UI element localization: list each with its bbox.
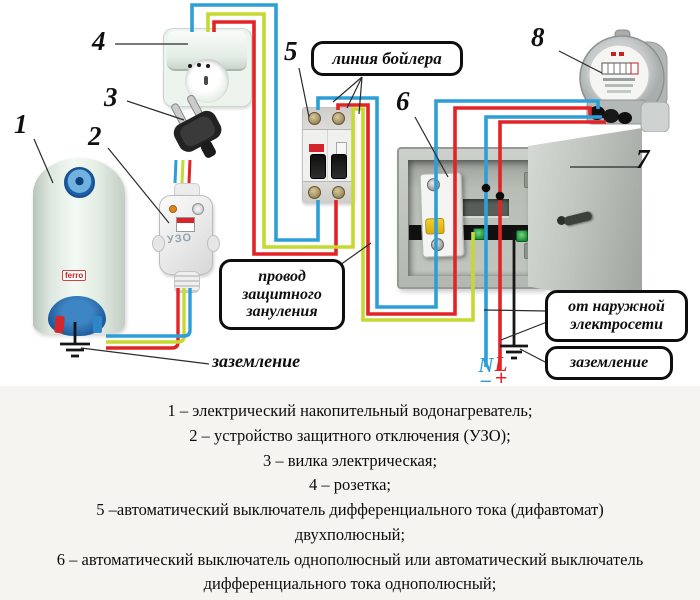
socket-slot [204,76,208,85]
legend-item: 2 – устройство защитного отключения (УЗО… [189,425,511,445]
marker-1: 1 [14,109,28,139]
electric-meter [579,29,670,132]
uzo-test-button [192,203,204,215]
bus-green-terminal [473,228,485,240]
meter-terminal [589,106,605,120]
callout-grounding-panel: заземление [545,346,673,380]
electric-plug [171,94,222,158]
single-pole-breaker [419,172,465,258]
label-grounding-heater: заземление [212,351,301,371]
marker-4: 4 [92,26,106,56]
uzo-indicator-led [169,205,177,213]
panel-door [528,128,642,308]
terminal-screw [426,178,441,192]
marker-8: 8 [531,22,545,52]
terminal-screw [332,186,345,199]
breaker5-divider [327,130,328,180]
breaker6-lever [425,217,445,235]
legend-item: 3 – вилка электрическая; [262,450,438,470]
terminal-screw [332,112,345,125]
socket-dot [206,64,210,68]
socket-dot [197,63,201,67]
uzo-mount-ear [207,235,220,252]
heater-brand-label: ferro [62,270,87,281]
legend: 1 – электрический накопительный водонагр… [0,386,700,600]
callout-protective-neutral: провод защитного зануления [219,259,345,330]
ground-icon [60,342,90,358]
bus-green-terminal [516,230,528,242]
din-rail-slot [463,199,509,218]
diff-breaker-two-pole [302,107,354,203]
marker-6: 6 [396,86,410,116]
meter-cable-cover [640,101,670,132]
hot-water-pipe-stub [54,315,65,334]
socket-dot [188,64,192,68]
terminal-screw [308,112,321,125]
meter-terminal [618,112,632,124]
electrical-panel-box [397,147,546,289]
breaker5-toggle [310,154,326,179]
cold-water-pipe-stub [93,316,102,333]
marker-5: 5 [284,36,298,66]
terminal-screw [308,186,321,199]
uzo-mount-ear [152,235,165,252]
meter-terminal [603,109,619,123]
callout-boiler-line: линия бойлера [311,41,463,76]
line-sign: + [494,365,508,390]
uzo-tag-stripe [177,218,194,223]
legend-item: 1 – электрический накопительный водонагр… [167,401,533,420]
thermostat-knob-icon [64,167,95,198]
terminal-screw [430,237,445,252]
uzo-cord-grip [174,271,200,293]
legend-item: 6 – автоматический выключатель однополюс… [56,549,644,594]
callout-external-grid: от наружной электросети [545,290,688,342]
marker-7: 7 [636,144,650,174]
neutral-sign: – [481,369,491,391]
marker-3: 3 [104,82,118,112]
marker-2: 2 [88,121,102,151]
breaker5-toggle [331,154,347,179]
breaker5-brand-stripe [309,144,324,152]
legend-item: 5 –автоматический выключатель дифференци… [96,500,604,544]
door-handle [563,210,593,227]
uzo-rcd-device: УЗО [152,183,220,293]
legend-item: 4 – розетка; [309,475,391,495]
uzo-rating-tag [176,217,195,232]
